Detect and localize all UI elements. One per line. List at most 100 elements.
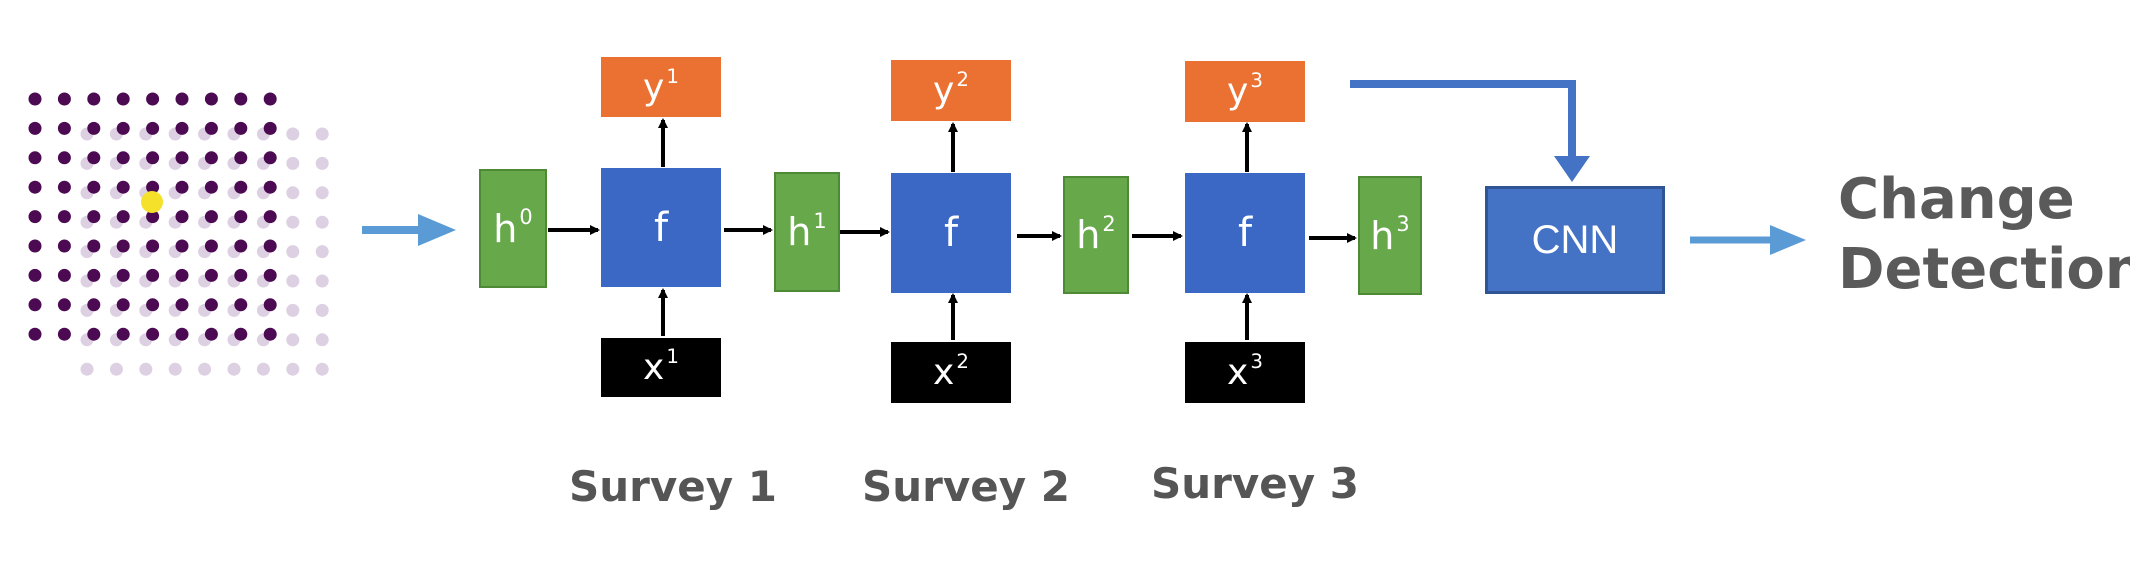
faded-grid-dot	[286, 245, 300, 259]
faded-grid-dot	[286, 156, 300, 170]
grid-dot	[87, 268, 101, 282]
grid-dot	[57, 298, 71, 312]
grid-dot	[234, 268, 248, 282]
faded-grid-dot	[286, 186, 300, 200]
faded-grid-dot	[286, 274, 300, 288]
grid-dot	[204, 327, 218, 341]
faded-grid-dot	[315, 245, 329, 259]
faded-grid-dot	[286, 333, 300, 347]
result-line-2: Detection	[1838, 237, 2130, 302]
grid-dot	[204, 121, 218, 135]
grid-dot	[116, 180, 130, 194]
grid-dot	[175, 121, 189, 135]
point-grid-icon	[80, 127, 329, 376]
grid-dot	[175, 327, 189, 341]
grid-dot	[234, 92, 248, 106]
grid-dot	[116, 327, 130, 341]
grid-dot	[57, 327, 71, 341]
result-label: Change Detection	[1838, 165, 2130, 305]
faded-grid-dot	[315, 186, 329, 200]
rnn-cell-3: f	[1185, 173, 1305, 293]
grid-dot	[263, 268, 277, 282]
grid-dot	[234, 210, 248, 224]
faded-grid-dot	[139, 362, 153, 376]
grid-dot	[146, 239, 160, 253]
grid-dot	[146, 121, 160, 135]
grid-dot	[204, 92, 218, 106]
grid-dot	[146, 151, 160, 165]
grid-dot	[57, 180, 71, 194]
point-grid-icon	[28, 92, 277, 341]
cnn-box: CNN	[1485, 186, 1665, 294]
recurrent-arrows	[548, 118, 1357, 340]
faded-grid-dot	[315, 333, 329, 347]
faded-grid-dot	[168, 362, 182, 376]
faded-grid-dot	[286, 303, 300, 317]
grid-dot	[28, 268, 42, 282]
grid-dot	[263, 151, 277, 165]
grid-dot	[263, 327, 277, 341]
grid-dot	[57, 210, 71, 224]
output-arrow-icon	[1690, 225, 1806, 255]
grid-dot	[87, 327, 101, 341]
survey-label-1: Survey 1	[569, 462, 777, 511]
grid-dot	[87, 92, 101, 106]
faded-grid-dot	[256, 362, 270, 376]
input-arrow-icon	[362, 214, 456, 246]
grid-dot	[116, 268, 130, 282]
grid-dot	[87, 210, 101, 224]
grid-dot	[234, 298, 248, 312]
highlight-point-icon	[141, 191, 163, 213]
grid-dot	[175, 210, 189, 224]
grid-dot	[28, 92, 42, 106]
grid-dot	[116, 151, 130, 165]
grid-dot	[204, 180, 218, 194]
grid-dot	[116, 92, 130, 106]
grid-dot	[175, 92, 189, 106]
grid-dot	[175, 239, 189, 253]
grid-dot	[57, 151, 71, 165]
faded-grid-dot	[286, 362, 300, 376]
faded-grid-dot	[286, 215, 300, 229]
grid-dot	[204, 298, 218, 312]
grid-dot	[28, 327, 42, 341]
faded-grid-dot	[109, 362, 123, 376]
faded-grid-dot	[315, 127, 329, 141]
grid-dot	[234, 151, 248, 165]
grid-dot	[28, 298, 42, 312]
grid-dot	[87, 180, 101, 194]
faded-grid-dot	[315, 362, 329, 376]
grid-dot	[234, 121, 248, 135]
grid-dot	[204, 210, 218, 224]
grid-dot	[28, 121, 42, 135]
grid-dot	[146, 298, 160, 312]
grid-dot	[87, 121, 101, 135]
grid-dot	[87, 298, 101, 312]
grid-dot	[146, 268, 160, 282]
grid-dot	[57, 121, 71, 135]
faded-grid-dot	[315, 215, 329, 229]
rnn-cell-2: f	[891, 173, 1011, 293]
grid-dot	[146, 327, 160, 341]
grid-dot	[175, 151, 189, 165]
rnn-cell-1: f	[601, 168, 721, 287]
faded-grid-dot	[315, 303, 329, 317]
grid-dot	[234, 239, 248, 253]
grid-dot	[57, 92, 71, 106]
grid-dot	[175, 298, 189, 312]
grid-dot	[87, 239, 101, 253]
grid-dot	[146, 210, 160, 224]
result-line-1: Change	[1838, 167, 2075, 232]
grid-dot	[87, 151, 101, 165]
faded-grid-dot	[315, 156, 329, 170]
grid-dot	[116, 210, 130, 224]
